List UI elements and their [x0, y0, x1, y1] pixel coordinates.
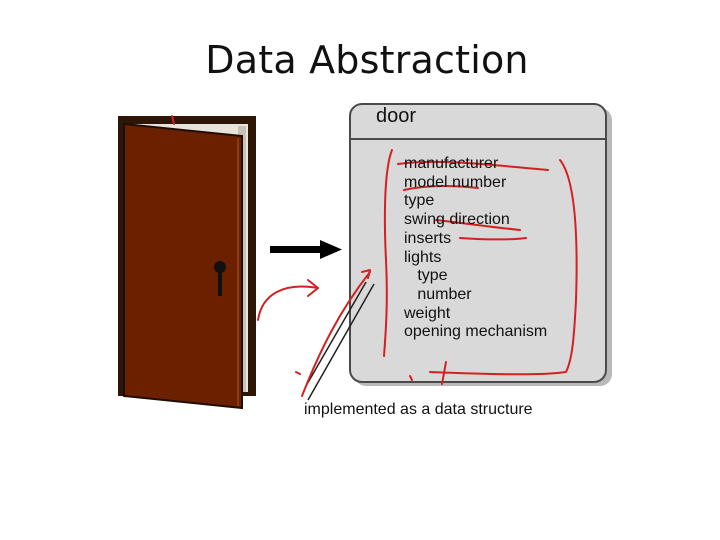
- attribute-item: model number: [404, 173, 507, 191]
- arc-arrow-head: [307, 279, 319, 297]
- underline-swing: [459, 237, 527, 241]
- tick-small: [409, 375, 413, 381]
- small-mark-left: [295, 371, 301, 375]
- class-box-body: [349, 103, 607, 383]
- attribute-item: weight: [404, 304, 451, 322]
- arc-arrow: [257, 285, 319, 321]
- attribute-item: number: [404, 285, 472, 303]
- diagonal-arrow-head: [361, 269, 371, 279]
- underline-manufacturer: [397, 160, 549, 171]
- attribute-item: opening mechanism: [404, 323, 548, 341]
- door-knob-stem: [218, 270, 222, 296]
- attribute-item: swing direction: [404, 211, 510, 229]
- caption-text: implemented as a data structure: [304, 401, 533, 418]
- tick-bottom: [441, 361, 447, 385]
- attribute-item: type: [404, 192, 435, 210]
- door-illustration: [118, 116, 256, 410]
- door-knob: [214, 261, 226, 273]
- right-arrow: [270, 240, 342, 259]
- class-name-door: door: [376, 105, 417, 127]
- attribute-item: manufacturer: [404, 155, 499, 172]
- attribute-item: inserts: [404, 229, 452, 247]
- door-panel: [123, 122, 243, 410]
- door-top-mark: [171, 115, 175, 125]
- bracket-right: [429, 159, 578, 376]
- class-box: [349, 103, 612, 386]
- underline-type: [435, 219, 521, 231]
- caption-connector-lines: [305, 281, 375, 401]
- diagonal-arrow: [301, 271, 371, 397]
- attribute-list: manufacturer model number type swing dir…: [404, 155, 547, 342]
- handwritten-annotations: [171, 115, 578, 397]
- attribute-item: lights: [404, 248, 442, 266]
- slide-title: Data Abstraction: [205, 38, 529, 82]
- attribute-item: type: [404, 267, 448, 285]
- underline-model: [403, 185, 479, 191]
- bracket-left: [383, 149, 393, 357]
